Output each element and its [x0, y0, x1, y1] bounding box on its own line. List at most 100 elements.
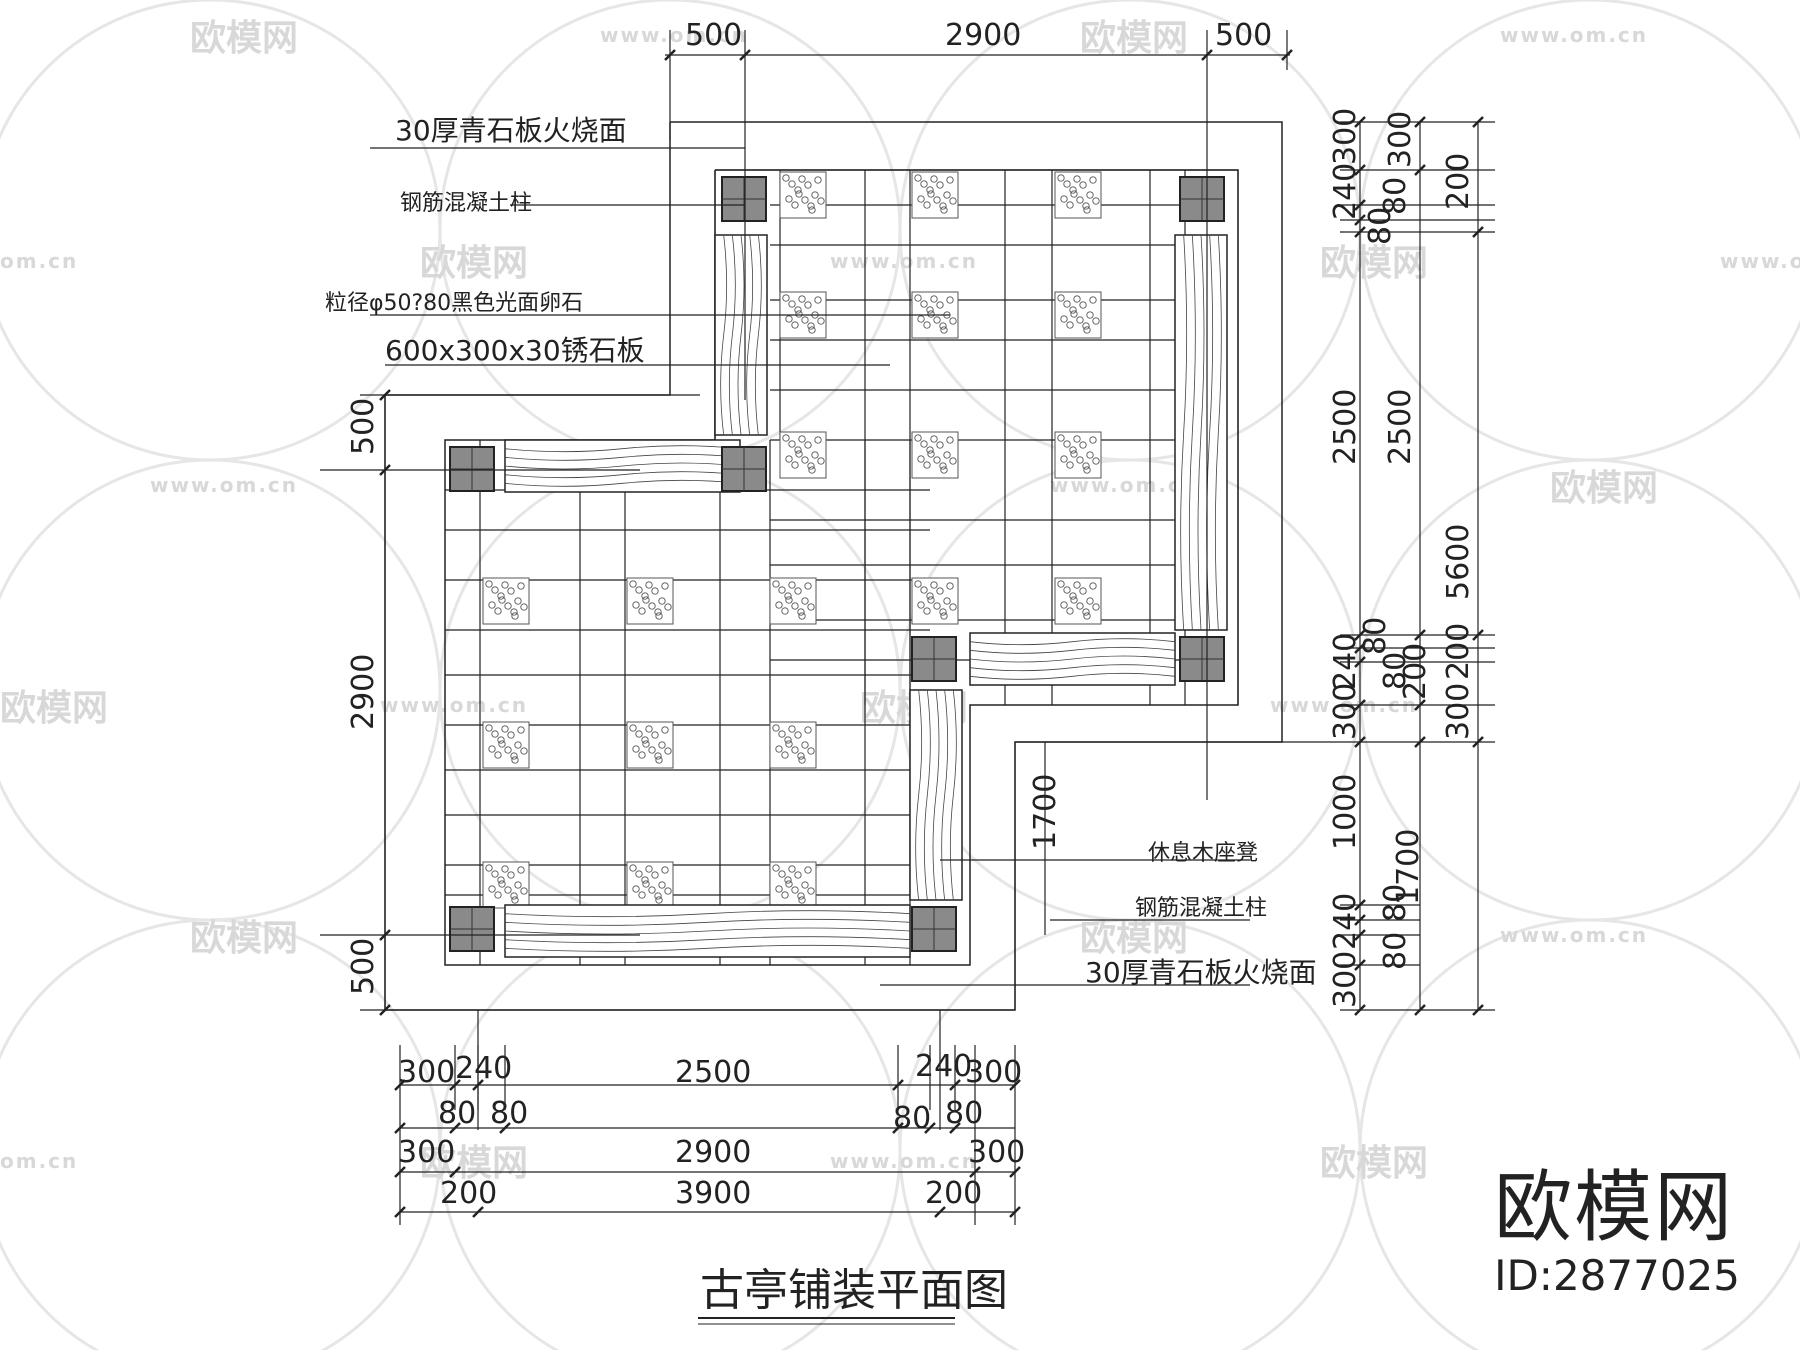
pebble-stone — [629, 580, 637, 588]
dimension-tick — [1354, 1004, 1366, 1016]
dim-bottom-r3: 2900 — [675, 1135, 751, 1170]
dimension-tick — [1354, 736, 1366, 748]
pebble-stone — [784, 592, 792, 600]
pebble-stone — [788, 865, 796, 873]
pebble-stone — [632, 885, 640, 893]
watermark-brand: 欧模网 — [190, 918, 298, 959]
dimension-tick — [1354, 656, 1366, 668]
pebble-outline — [482, 721, 530, 769]
watermark-url: www.om.cn — [830, 1149, 978, 1173]
pebble-stone — [1069, 446, 1077, 454]
pebble-stone — [782, 294, 790, 302]
wood-grain — [941, 689, 949, 901]
pebble-stone — [804, 181, 812, 189]
dimension-tick — [394, 1122, 406, 1134]
wood-grain — [504, 453, 741, 461]
pebble-stone — [1070, 310, 1078, 318]
pebble-stone — [949, 197, 957, 205]
pebble-stone — [930, 581, 938, 589]
dim-right-inner: 80 — [1378, 652, 1413, 690]
pebble-stone — [1086, 191, 1094, 199]
dim-top-right: 500 — [1215, 18, 1272, 53]
dimension-tick — [1472, 226, 1484, 238]
pebble-stone — [920, 180, 928, 188]
dimension-tick — [1354, 214, 1366, 226]
pebble-stone — [926, 186, 934, 194]
pebble-stone — [811, 191, 819, 199]
dimension-tick — [379, 389, 391, 401]
wood-grain — [1188, 234, 1196, 631]
pebble-stone — [785, 596, 793, 604]
watermark-brand: 欧模网 — [1320, 243, 1428, 284]
dim-right-inner: 300 — [1328, 951, 1363, 1008]
pebble-stone — [1076, 196, 1084, 204]
pebble-stone — [926, 592, 934, 600]
dim-right-mid: 200 — [1398, 643, 1433, 700]
concrete-column — [449, 446, 495, 492]
wood-grain — [504, 910, 911, 918]
dim-right-outer: 5600 — [1441, 524, 1476, 600]
pebble-stone — [798, 295, 806, 303]
dim-right-outer: 200 — [1441, 623, 1476, 680]
label-stone-bottom: 30厚青石板火烧面 — [1085, 956, 1317, 989]
pebble-stone — [788, 725, 796, 733]
dimension-tick — [1354, 199, 1366, 211]
pebble-stone — [808, 206, 816, 214]
pebble-stone — [927, 190, 935, 198]
pebble-stone — [798, 896, 806, 904]
pebble-stone — [497, 592, 505, 600]
dim-right-inner: 80 — [1363, 207, 1398, 245]
pebble-stone — [817, 457, 825, 465]
pebble-stone — [946, 296, 954, 304]
pebble-stone — [1092, 457, 1100, 465]
pebble-outline — [769, 721, 817, 769]
watermark-brand: 欧模网 — [1320, 1143, 1428, 1184]
dim-right-outer: 200 — [1441, 153, 1476, 210]
watermark-url: www.om.cn — [830, 249, 978, 273]
pebble-patch — [769, 861, 817, 909]
watermark-brand: 欧模网 — [420, 1143, 528, 1184]
dim-bottom-r3: 300 — [398, 1135, 455, 1170]
pebble-stone — [804, 441, 812, 449]
dimension-tick — [1354, 642, 1366, 654]
pebble-stone — [817, 317, 825, 325]
pebble-patch — [482, 861, 530, 909]
pebble-stone — [1063, 586, 1071, 594]
pebble-stone — [784, 736, 792, 744]
pebble-stone — [654, 892, 662, 900]
pebble-stone — [782, 174, 790, 182]
pebble-outline — [779, 431, 827, 479]
pebble-stone — [933, 316, 941, 324]
dim-right-inner: 240 — [1328, 893, 1363, 950]
pebble-stone — [1089, 176, 1097, 184]
pebble-patch — [1054, 171, 1102, 219]
pebble-stone — [642, 740, 650, 748]
pebble-stone — [781, 891, 789, 899]
dimension-tick — [949, 1122, 961, 1134]
pebble-stone — [642, 596, 650, 604]
pebble-stone — [930, 295, 938, 303]
dim-right-inner: 2500 — [1328, 389, 1363, 465]
dimension-tick — [1414, 736, 1426, 748]
pebble-stone — [507, 587, 515, 595]
dim-right-inner: 1000 — [1328, 774, 1363, 850]
dimension-tick — [1354, 629, 1366, 641]
pebble-stone — [926, 446, 934, 454]
wood-grain — [1214, 234, 1222, 631]
pebble-stone — [785, 740, 793, 748]
pebble-stone — [1079, 441, 1087, 449]
pebble-stone — [946, 176, 954, 184]
wood-bench — [909, 689, 963, 901]
dim-bottom-r2: 80 — [893, 1101, 931, 1136]
pebble-stone — [798, 756, 806, 764]
pebble-stone — [927, 450, 935, 458]
pebble-stone — [804, 726, 812, 734]
pebble-stone — [788, 180, 796, 188]
pebble-patch — [779, 171, 827, 219]
pebble-stone — [1063, 180, 1071, 188]
pebble-stone — [638, 891, 646, 899]
pebble-stone — [638, 607, 646, 615]
pebble-stone — [1092, 317, 1100, 325]
label-pebble: 粒径φ50?80黑色光面卵石 — [325, 291, 583, 316]
wood-grain — [504, 462, 741, 470]
